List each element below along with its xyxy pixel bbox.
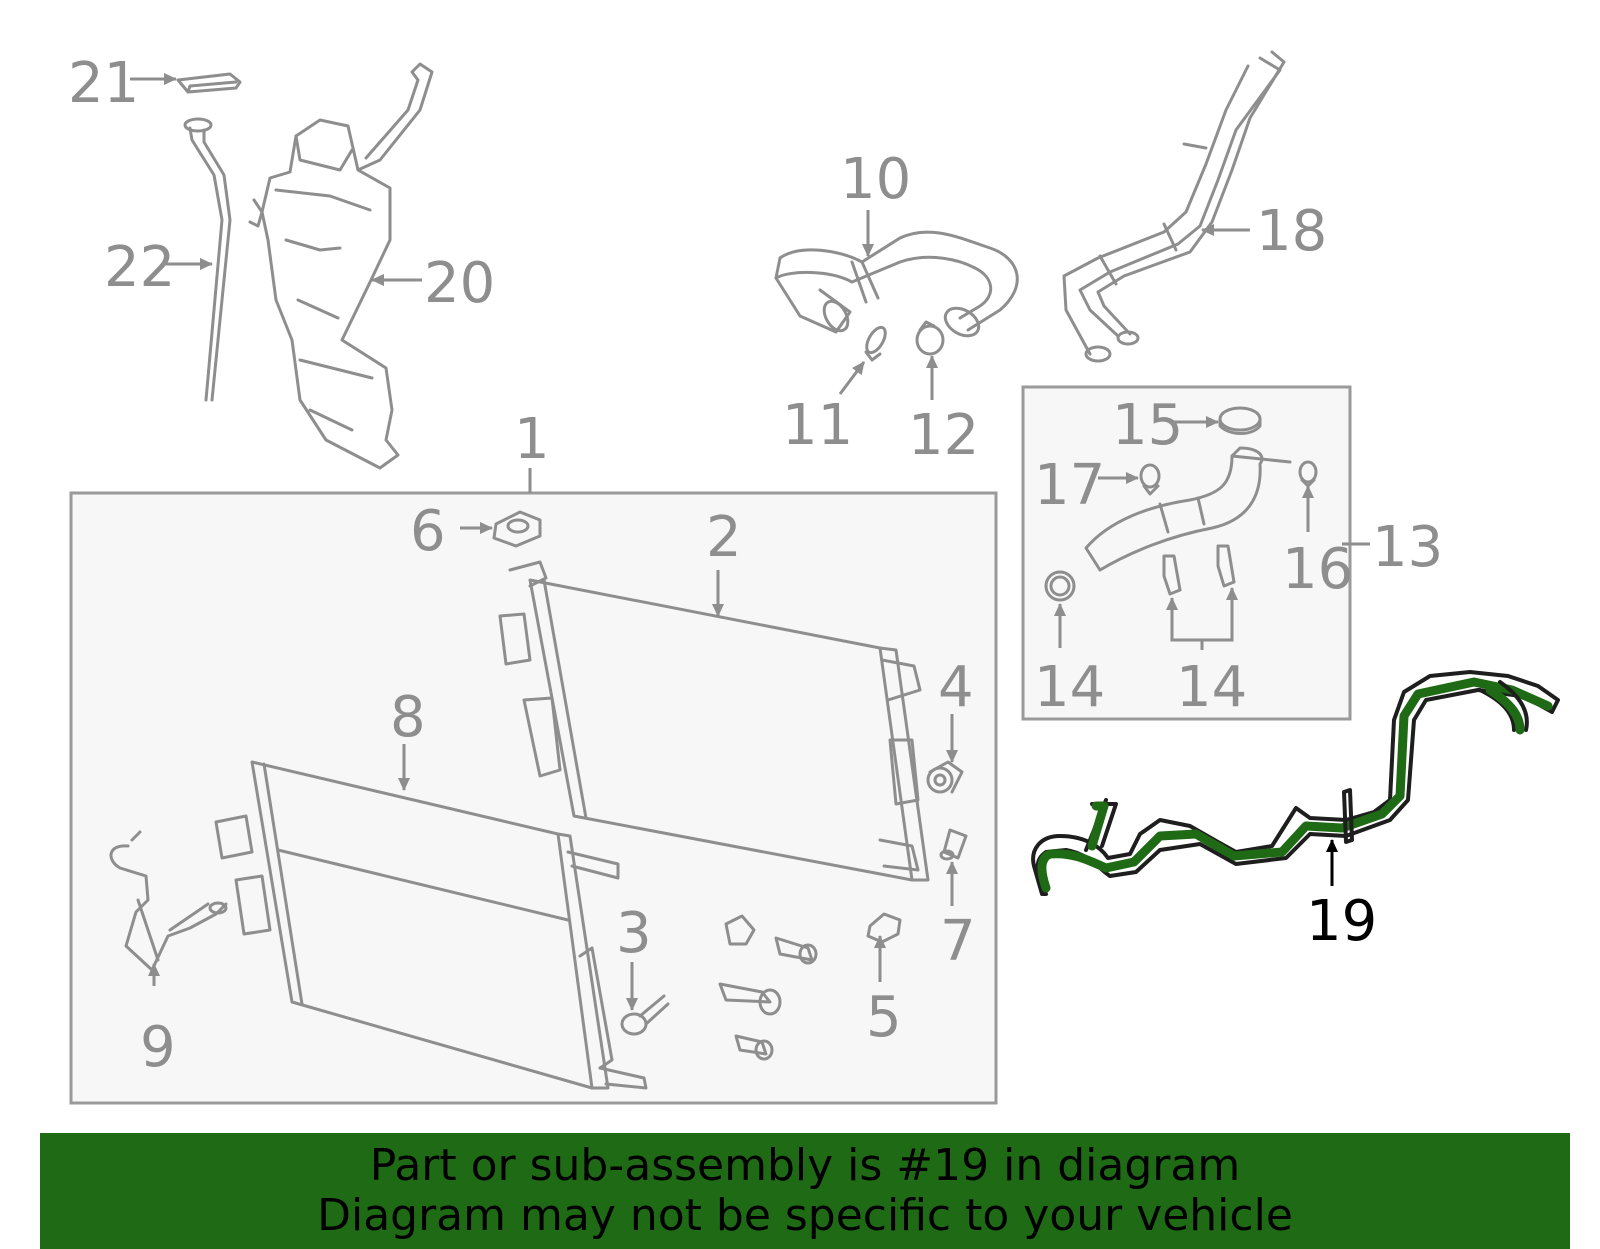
label-1: 1 [514, 407, 550, 472]
clips-14b-part [1162, 544, 1236, 596]
fastener-group-part [718, 914, 818, 1061]
reservoir-cap-part [176, 72, 242, 94]
hose-clamp-12-part [915, 320, 945, 356]
label-10: 10 [840, 147, 911, 212]
radiator-hose-10-part [774, 230, 1019, 338]
label-14a: 14 [1034, 655, 1105, 720]
label-3: 3 [616, 901, 652, 966]
cap-15-part [1218, 406, 1262, 435]
clamp-17-part [1139, 463, 1161, 496]
label-16: 16 [1282, 537, 1353, 602]
cooler-lines-19-part [1031, 670, 1560, 896]
radiator-cap-part [492, 510, 542, 548]
label-22: 22 [104, 235, 175, 300]
bushing-4-part [926, 760, 964, 794]
label-19: 19 [1306, 889, 1377, 954]
pin-7-part [939, 828, 968, 861]
label-2: 2 [706, 505, 742, 570]
label-17: 17 [1034, 453, 1105, 518]
radiator-part [498, 560, 930, 882]
coolant-reservoir-part [248, 62, 434, 470]
label-5: 5 [866, 985, 902, 1050]
label-13: 13 [1372, 515, 1443, 580]
label-6: 6 [410, 499, 446, 564]
level-sensor-part [183, 117, 232, 402]
label-20: 20 [424, 251, 495, 316]
label-8: 8 [390, 685, 426, 750]
tube-assembly-18-part [1062, 50, 1286, 363]
hose-clamp-11-part [864, 325, 887, 362]
hose-13-part [1084, 446, 1292, 572]
info-banner: Part or sub-assembly is #19 in diagram D… [40, 1133, 1570, 1249]
banner-line-disclaimer: Diagram may not be specific to your vehi… [317, 1190, 1293, 1241]
label-15: 15 [1112, 393, 1183, 458]
condenser-part [214, 760, 648, 1090]
sensor-harness-9-part [109, 830, 228, 972]
nut-5-part [866, 912, 902, 944]
bolt-3-part [620, 994, 670, 1036]
label-18: 18 [1256, 199, 1327, 264]
label-4: 4 [938, 655, 974, 720]
hose-kit-box [1021, 385, 1352, 721]
label-7: 7 [940, 909, 976, 974]
label-12: 12 [908, 403, 979, 468]
leader-arrows [130, 73, 1370, 1011]
label-11: 11 [782, 393, 853, 458]
label-9: 9 [140, 1015, 176, 1080]
banner-line-part-number: Part or sub-assembly is #19 in diagram [369, 1140, 1241, 1191]
label-21: 21 [68, 51, 139, 116]
label-14b: 14 [1176, 655, 1247, 720]
clamp-14a-part [1044, 570, 1076, 602]
